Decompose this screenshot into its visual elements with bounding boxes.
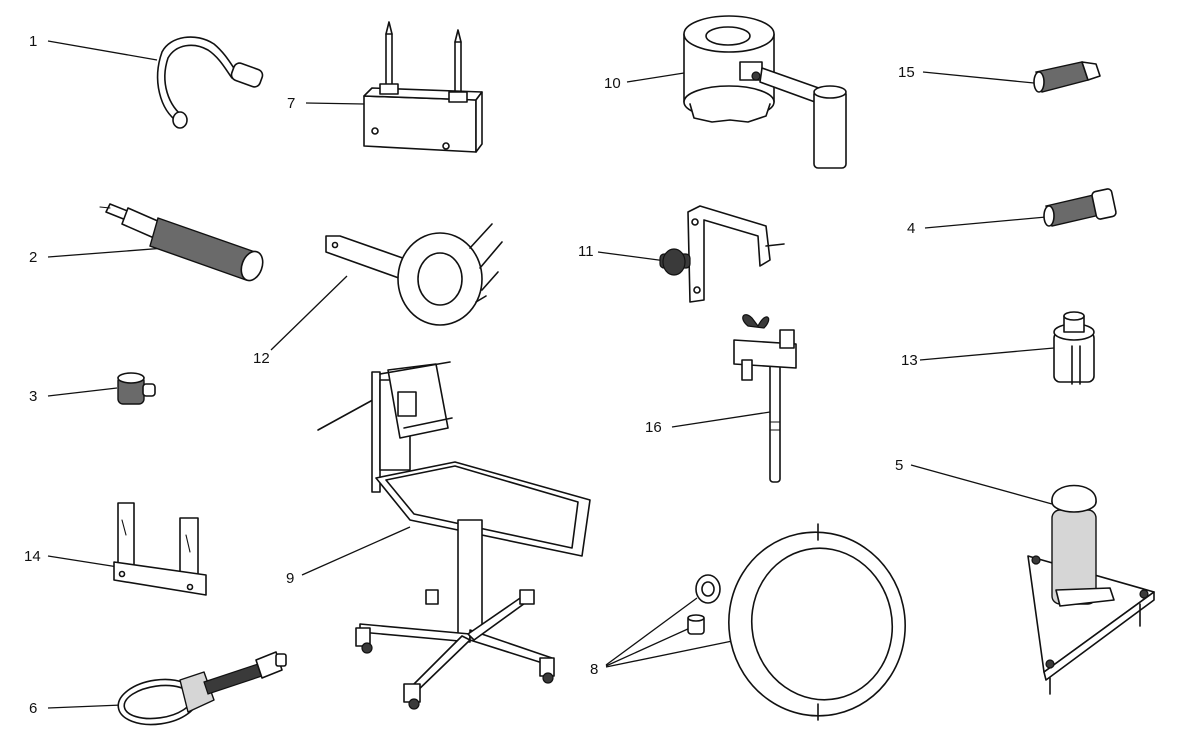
callout-16: 16 (645, 419, 662, 436)
tool-13-slotted-socket (1053, 311, 1095, 385)
tool-12-ring-arm (325, 223, 503, 326)
tool-11-hook-bracket (659, 205, 785, 303)
callout-9: 9 (286, 570, 294, 587)
callout-10: 10 (604, 75, 621, 92)
tool-10-flywheel-holder (683, 15, 847, 169)
callout-12: 12 (253, 350, 270, 367)
tool-16-clamp-rod (733, 314, 797, 483)
tool-3-knurled-bush (117, 372, 156, 405)
callout-15: 15 (898, 64, 915, 81)
callout-11: 11 (578, 243, 594, 260)
tool-4-headed-pin (1043, 188, 1117, 227)
callout-1: 1 (29, 33, 37, 50)
tool-7-pin-plate (363, 21, 483, 153)
tool-2-knurled-driver (99, 203, 264, 282)
tool-8-ring-clamp-set (687, 523, 906, 721)
callout-7: 7 (287, 95, 295, 112)
leader-lines (47, 40, 1055, 709)
tool-5-tripod-base (1027, 484, 1155, 695)
callout-5: 5 (895, 457, 903, 474)
callout-6: 6 (29, 700, 37, 717)
callout-3: 3 (29, 388, 37, 405)
tool-9-engine-stand (317, 361, 591, 710)
callout-13: 13 (901, 352, 918, 369)
callout-8: 8 (590, 661, 598, 678)
callout-4: 4 (907, 220, 915, 237)
tool-1-crank-hook (156, 36, 264, 129)
callout-2: 2 (29, 249, 37, 266)
tool-14-fork-plate (113, 502, 207, 596)
tool-15-threaded-pin (1033, 61, 1101, 93)
callout-14: 14 (24, 548, 41, 565)
tool-6-strap-wrench (117, 651, 287, 726)
